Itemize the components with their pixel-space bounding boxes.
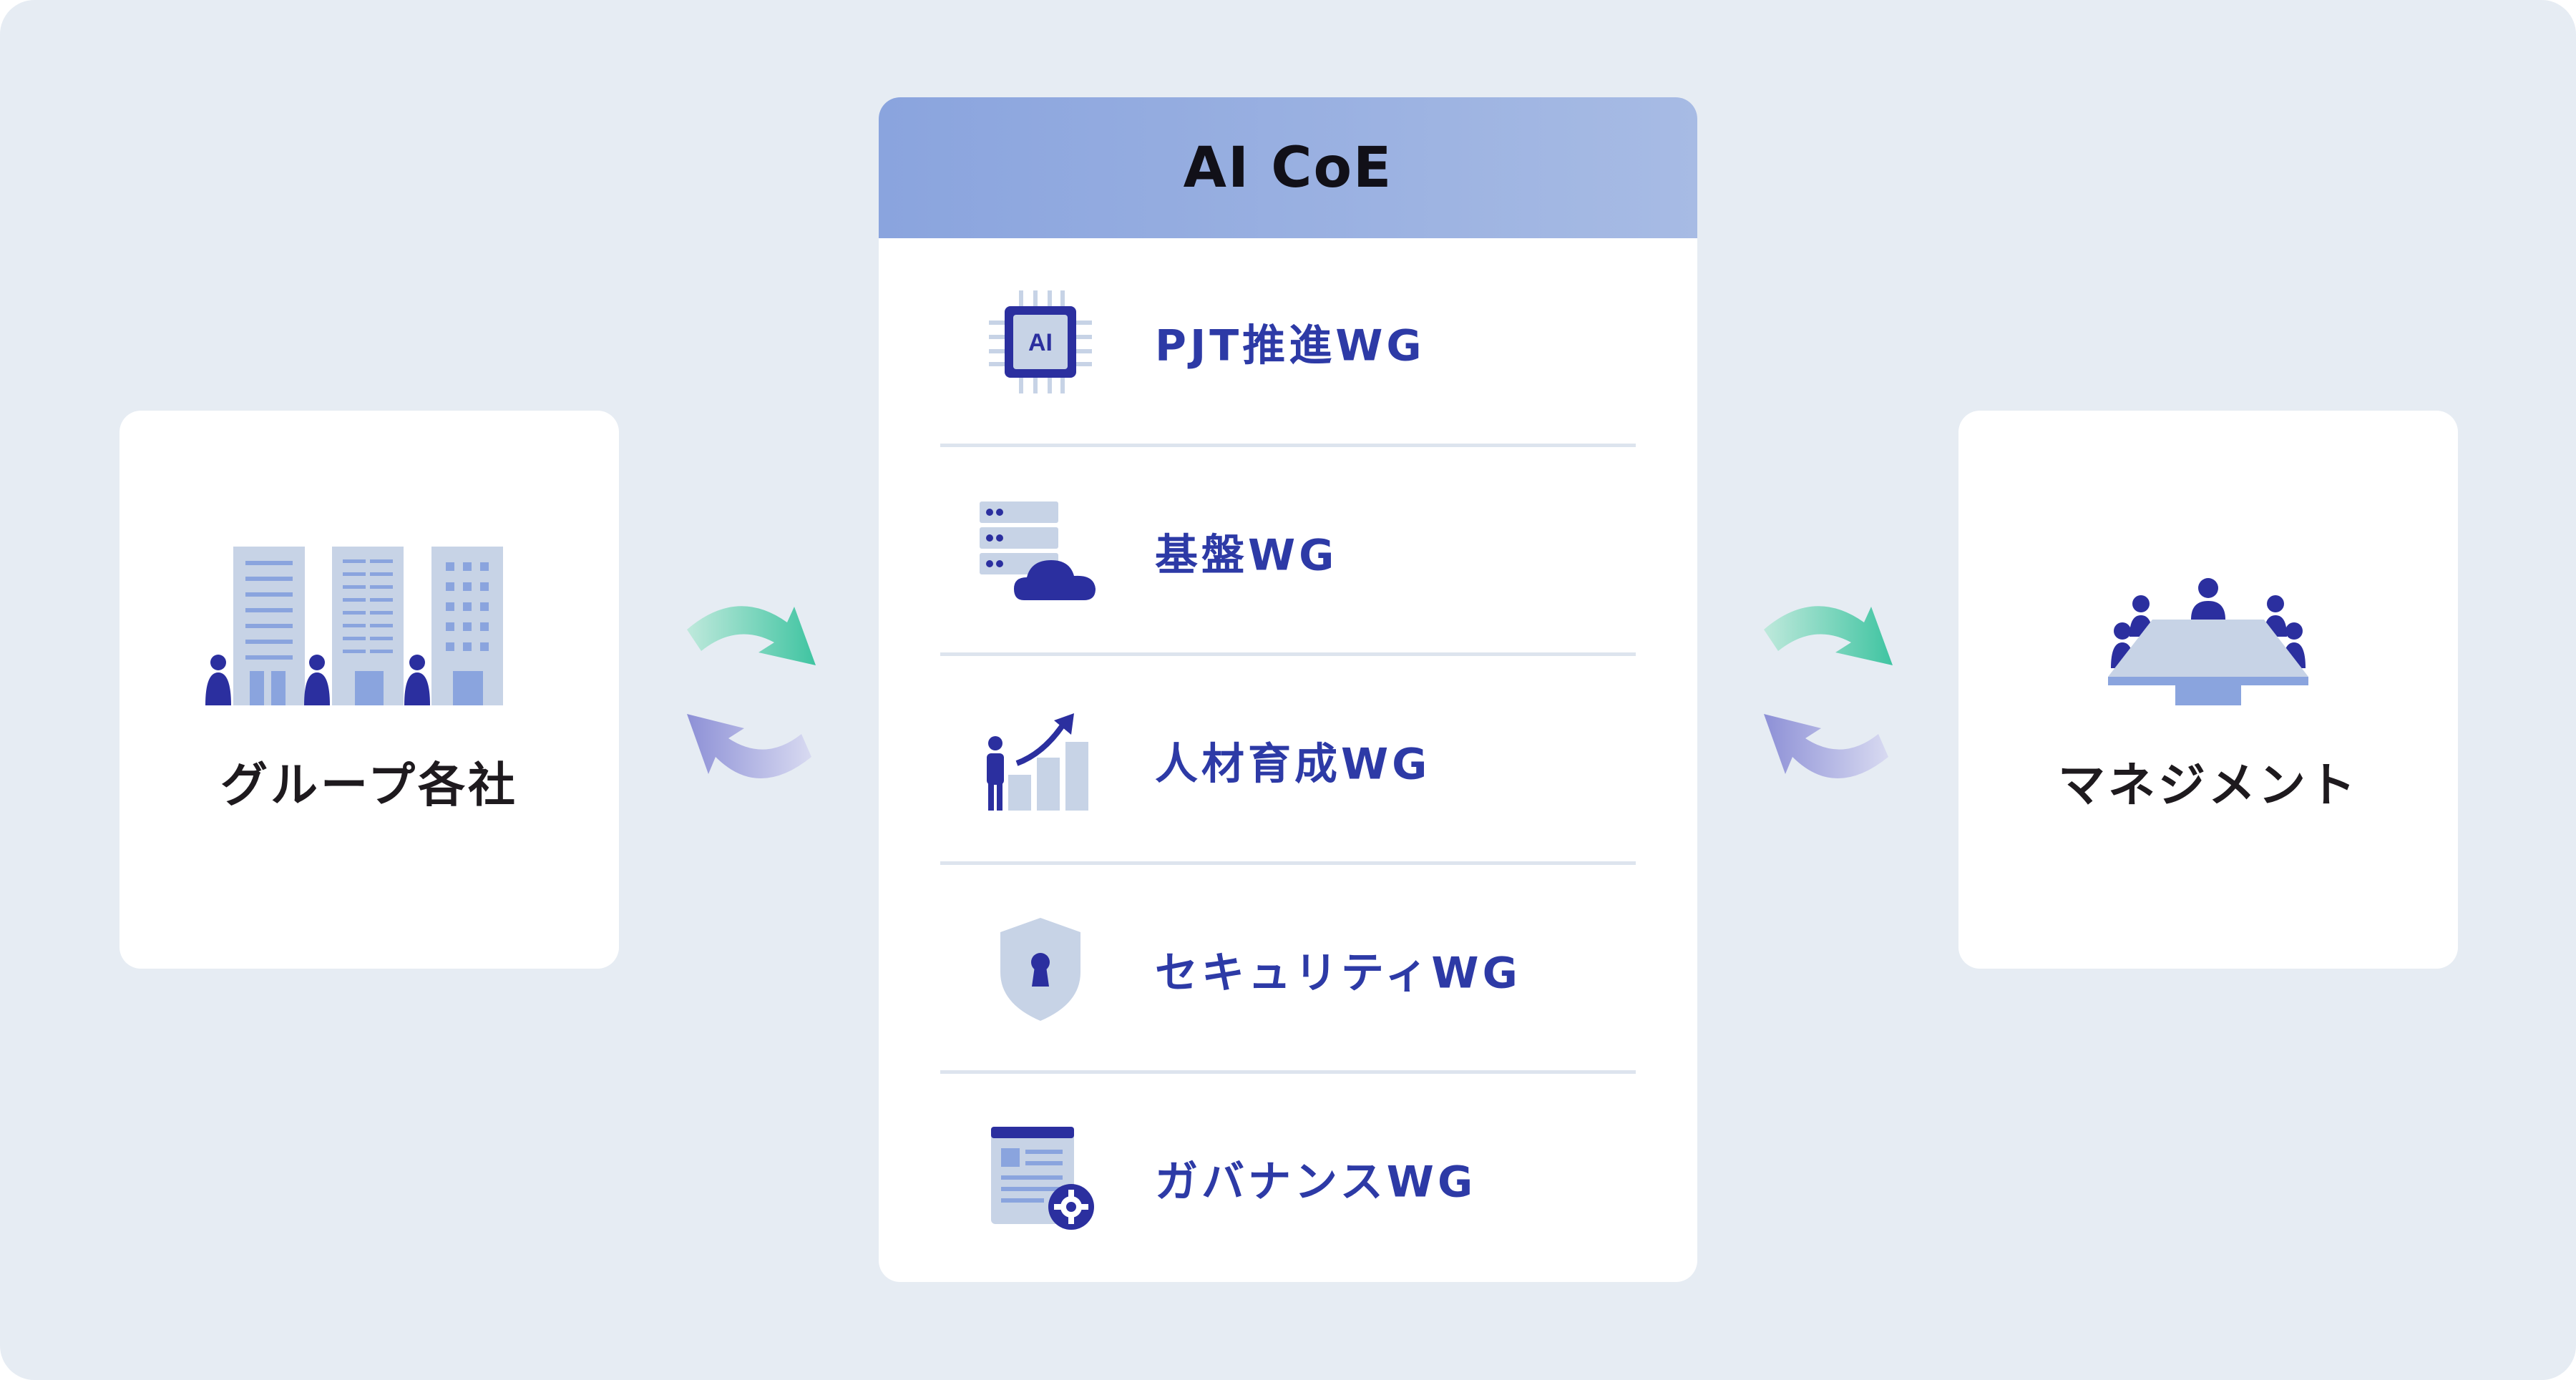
wg-item-pjt: AI PJT推進WG xyxy=(940,238,1636,446)
group-companies-card: グループ各社 xyxy=(119,411,619,969)
document-gear-icon xyxy=(969,1107,1112,1250)
management-label: マネジメント xyxy=(2058,758,2358,813)
wg-item-talent: 人材育成WG xyxy=(940,657,1636,864)
wg-label-talent: 人材育成WG xyxy=(1155,739,1431,790)
shield-lock-icon xyxy=(969,898,1112,1041)
wg-label-pjt: PJT推進WG xyxy=(1155,320,1425,371)
exchange-arrows-icon-right xyxy=(1757,594,1907,787)
management-card: マネジメント xyxy=(1958,411,2458,969)
ai-coe-card: AI CoE AI PJT推進WG xyxy=(879,97,1697,1282)
buildings-icon xyxy=(119,539,619,711)
wg-item-security: セキュリティWG xyxy=(940,866,1636,1073)
exchange-arrows-icon-left xyxy=(680,594,830,787)
group-companies-label: グループ各社 xyxy=(220,758,519,813)
wg-label-infra: 基盤WG xyxy=(1155,530,1338,581)
ai-chip-icon: AI xyxy=(969,270,1112,413)
meeting-table-icon xyxy=(1958,575,2458,711)
wg-divider xyxy=(940,1070,1636,1074)
wg-item-infra: 基盤WG xyxy=(940,448,1636,655)
growth-chart-person-icon xyxy=(969,689,1112,832)
wg-label-governance: ガバナンスWG xyxy=(1155,1157,1477,1208)
wg-item-governance: ガバナンスWG xyxy=(940,1075,1636,1282)
chip-label: AI xyxy=(1028,329,1053,356)
server-cloud-icon xyxy=(969,480,1112,623)
ai-coe-header: AI CoE xyxy=(879,97,1697,238)
wg-divider xyxy=(940,444,1636,447)
wg-label-security: セキュリティWG xyxy=(1155,948,1521,999)
wg-divider xyxy=(940,861,1636,865)
ai-coe-title: AI CoE xyxy=(1183,135,1393,200)
wg-divider xyxy=(940,652,1636,656)
